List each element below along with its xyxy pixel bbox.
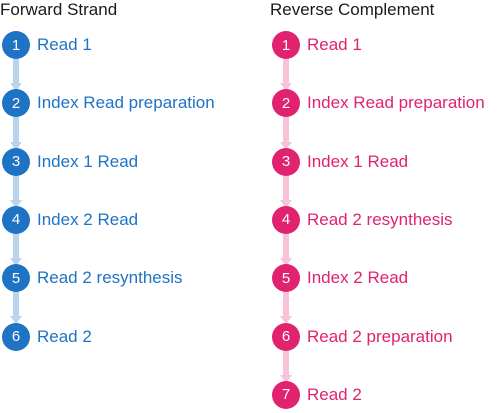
forward-strand-title: Forward Strand [0,0,118,19]
step-label: Index 2 Read [307,268,409,288]
step-item: 5 Read 2 resynthesis [2,264,183,293]
connector-arrow [280,115,292,150]
step-item: 5 Index 2 Read [272,264,409,293]
step-item: 3 Index 1 Read [272,147,409,176]
reverse-complement-column: Reverse Complement 1 Read 1 2 Index Read pr… [270,0,500,413]
step-number-badge: 6 [2,322,30,351]
step-label: Index Read preparation [37,93,215,113]
step-label: Index 2 Read [37,209,139,229]
connector-arrow [10,173,22,208]
connector-arrow [10,115,22,150]
step-label: Index 1 Read [37,151,139,171]
step-number-badge: 4 [2,205,30,234]
step-number-badge: 1 [2,31,30,59]
connector-arrow [280,348,292,383]
step-label: Read 2 [37,326,92,346]
step-item: 2 Index Read preparation [2,89,215,118]
connector-arrow [280,290,292,325]
step-item: 3 Index 1 Read [2,147,139,176]
step-item: 6 Read 2 [2,322,92,351]
step-number-badge: 3 [2,147,30,176]
step-number-badge: 7 [272,380,300,409]
step-label: Read 2 resynthesis [307,209,453,229]
connector-arrow [280,231,292,267]
step-item: 1 Read 1 [272,31,362,59]
connector-arrow [10,290,22,325]
step-label: Read 1 [307,35,362,54]
step-number-badge: 3 [272,147,300,176]
connector-arrow [280,57,292,92]
step-item: 4 Index 2 Read [2,205,139,234]
step-number-badge: 5 [2,264,30,293]
connector-arrow [10,57,22,92]
step-label: Read 2 [307,384,362,404]
step-number-badge: 6 [272,322,300,351]
step-label: Read 2 preparation [307,326,453,346]
forward-strand-column: Forward Strand 1 Read 1 2 Index Read prepar… [0,0,240,413]
step-number-badge: 1 [272,31,300,59]
reverse-complement-title: Reverse Complement [270,0,435,19]
step-number-badge: 5 [272,264,300,293]
step-item: 4 Read 2 resynthesis [272,205,453,234]
step-number-badge: 4 [272,205,300,234]
step-item: 1 Read 1 [2,31,92,59]
connector-arrow [280,173,292,208]
step-label: Index 1 Read [307,151,409,171]
connector-arrow [10,231,22,267]
step-item: 7 Read 2 [272,380,362,409]
step-label: Read 2 resynthesis [37,268,183,288]
step-label: Read 1 [37,35,92,54]
step-item: 2 Index Read preparation [272,89,485,118]
step-label: Index Read preparation [307,93,485,113]
step-number-badge: 2 [272,89,300,118]
step-number-badge: 2 [2,89,30,118]
step-item: 6 Read 2 preparation [272,322,453,351]
